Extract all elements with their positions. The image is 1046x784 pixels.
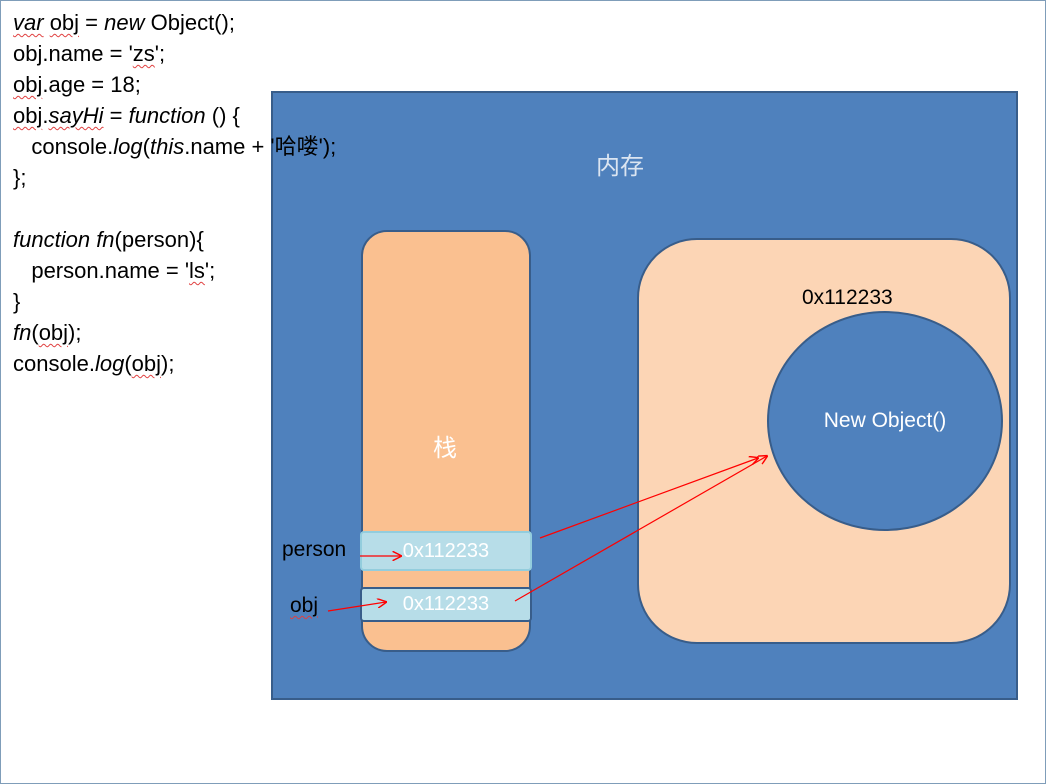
code-line: person.name = 'ls'; [13,255,336,286]
code-line: } [13,286,336,317]
keyword: new [104,10,145,35]
identifier: obj [13,41,43,66]
code-text: }; [13,165,27,190]
heap-address: 0x112233 [802,286,893,309]
stack-label: 栈 [433,434,457,462]
stack-cell-person-value: 0x112233 [402,539,490,562]
code-text: .name = ' [42,41,133,66]
code-line: obj.sayHi = function () { [13,100,336,131]
code-line: function fn(person){ [13,224,336,255]
code-text: person.name = ' [13,258,190,283]
stack-cell-obj: 0x112233 [360,587,532,622]
method-name: log [94,351,125,376]
code-text: console. [13,351,95,376]
method-name: sayHi [48,103,104,128]
code-text: (person){ [114,227,204,252]
code-text: Object(); [144,10,235,35]
code-blank-line [13,193,336,224]
code-text: } [13,289,21,314]
code-text: () { [205,103,240,128]
keyword: var [13,10,44,35]
memory-label: 内存 [596,152,644,180]
code-line: fn(obj); [13,317,336,348]
string-value: zs [132,41,155,66]
keyword: function [128,103,206,128]
code-line: console.log(this.name + '哈喽'); [13,131,336,162]
identifier: obj [131,351,161,376]
code-line: obj.name = 'zs'; [13,38,336,69]
object-circle: New Object() [767,311,1003,531]
code-line: }; [13,162,336,193]
person-variable-label: person [282,538,347,561]
identifier: obj [13,103,43,128]
code-line: obj.age = 18; [13,69,336,100]
code-listing: var obj = new Object(); obj.name = 'zs';… [13,7,336,379]
identifier: obj [38,320,69,345]
code-line: var obj = new Object(); [13,7,336,38]
code-text: = [103,103,129,128]
function-name: fn [13,320,32,345]
stack-box [361,230,531,652]
code-text: ); [68,320,82,345]
code-text: .age = 18; [42,72,141,97]
code-text: '; [204,258,216,283]
identifier: obj [49,10,80,35]
code-text: . [42,103,49,128]
string-value: ls [189,258,205,283]
code-text: ( [142,134,150,159]
code-text: console. [13,134,114,159]
keyword: this [149,134,185,159]
identifier: obj [13,72,43,97]
obj-variable-label: obj [290,594,319,617]
function-name: fn [96,227,115,252]
stack-cell-person: 0x112233 [360,531,532,571]
object-label: New Object() [823,409,947,432]
method-name: log [113,134,143,159]
code-text: ); [161,351,175,376]
code-text: '; [154,41,166,66]
code-text: .name + '哈喽'); [184,134,337,159]
stack-cell-obj-value: 0x112233 [402,593,490,615]
keyword: function [13,227,91,252]
code-text: = [79,10,105,35]
code-text: ( [124,351,132,376]
code-text: ( [31,320,39,345]
code-line: console.log(obj); [13,348,336,379]
